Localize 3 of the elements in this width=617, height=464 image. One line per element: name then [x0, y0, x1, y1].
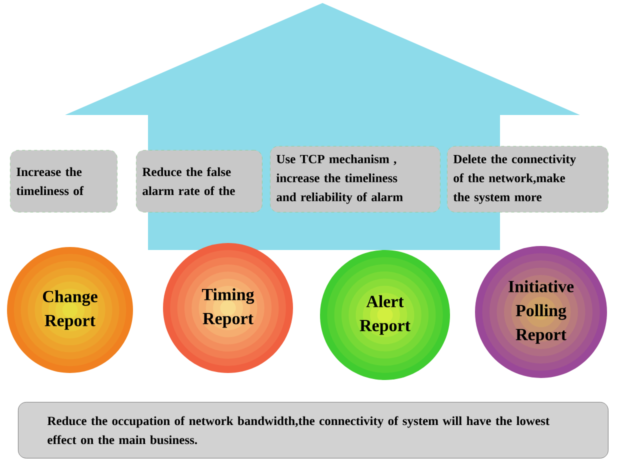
summary-box: Reduce the occupation of network bandwidth,the connectivity of system will have the lowest effect on the main business.	[18, 402, 608, 458]
text-box: Delete the connectivity of the network,make the system more	[447, 146, 608, 212]
text-box: Increase the timeliness of	[10, 150, 118, 212]
